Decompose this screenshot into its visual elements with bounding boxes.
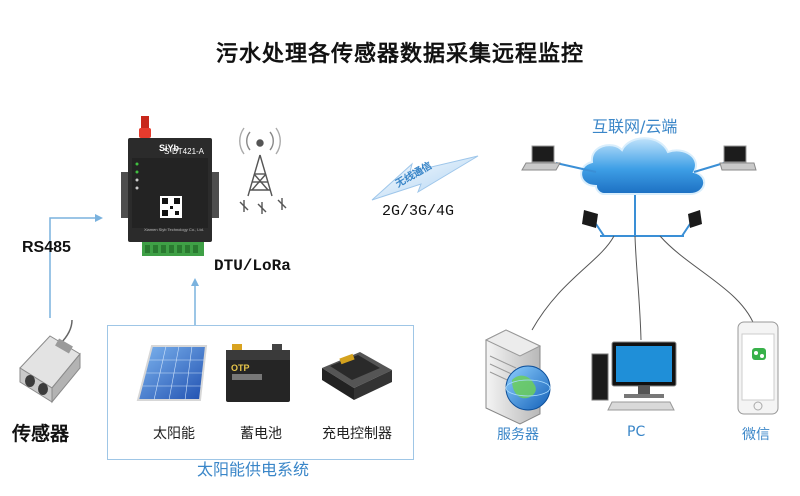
battery-brand: OTP	[231, 363, 250, 373]
monitor-icon	[582, 210, 598, 228]
power-connector	[191, 278, 199, 325]
sensor-device	[19, 319, 81, 404]
device-subtext: Xiamen Siyb Technology Co., Ltd.	[144, 227, 204, 232]
network-label: 2G/3G/4G	[382, 203, 455, 220]
laptop-icon	[521, 145, 561, 171]
laptop-icon	[719, 145, 757, 171]
server-label: 服务器	[497, 427, 539, 443]
device-brand: SiYb	[159, 143, 180, 153]
charge-controller-icon	[322, 352, 392, 400]
server-icon	[484, 329, 551, 425]
dtu-lora-label: DTU/LoRa	[214, 257, 291, 275]
device-model: S-DT421-A	[164, 147, 205, 156]
battery-label: 蓄电池	[240, 426, 282, 442]
page-title: 污水处理各传感器数据采集远程监控	[215, 42, 584, 67]
cloud-icon	[580, 137, 705, 195]
battery-icon	[226, 344, 290, 402]
pc-icon	[591, 341, 677, 411]
internet-label: 互联网/云端	[592, 117, 678, 136]
pc-label: PC	[627, 424, 646, 440]
device-lines	[531, 235, 757, 341]
wireless-bolt-icon	[371, 155, 479, 201]
sensor-label: 传感器	[12, 423, 70, 445]
rs485-label: RS485	[22, 239, 71, 256]
monitor-icon	[688, 210, 702, 228]
controller-label: 充电控制器	[322, 426, 392, 442]
cell-tower-icon	[239, 127, 287, 214]
network-lines	[555, 162, 725, 237]
dtu-device	[121, 116, 219, 256]
solar-system-box	[107, 325, 414, 460]
solar-system-label: 太阳能供电系统	[197, 460, 310, 479]
panel-label: 太阳能	[153, 426, 195, 442]
solar-panel-icon	[136, 345, 208, 401]
wechat-label: 微信	[742, 427, 770, 443]
phone-icon	[737, 321, 779, 415]
rs485-connector	[49, 214, 103, 318]
